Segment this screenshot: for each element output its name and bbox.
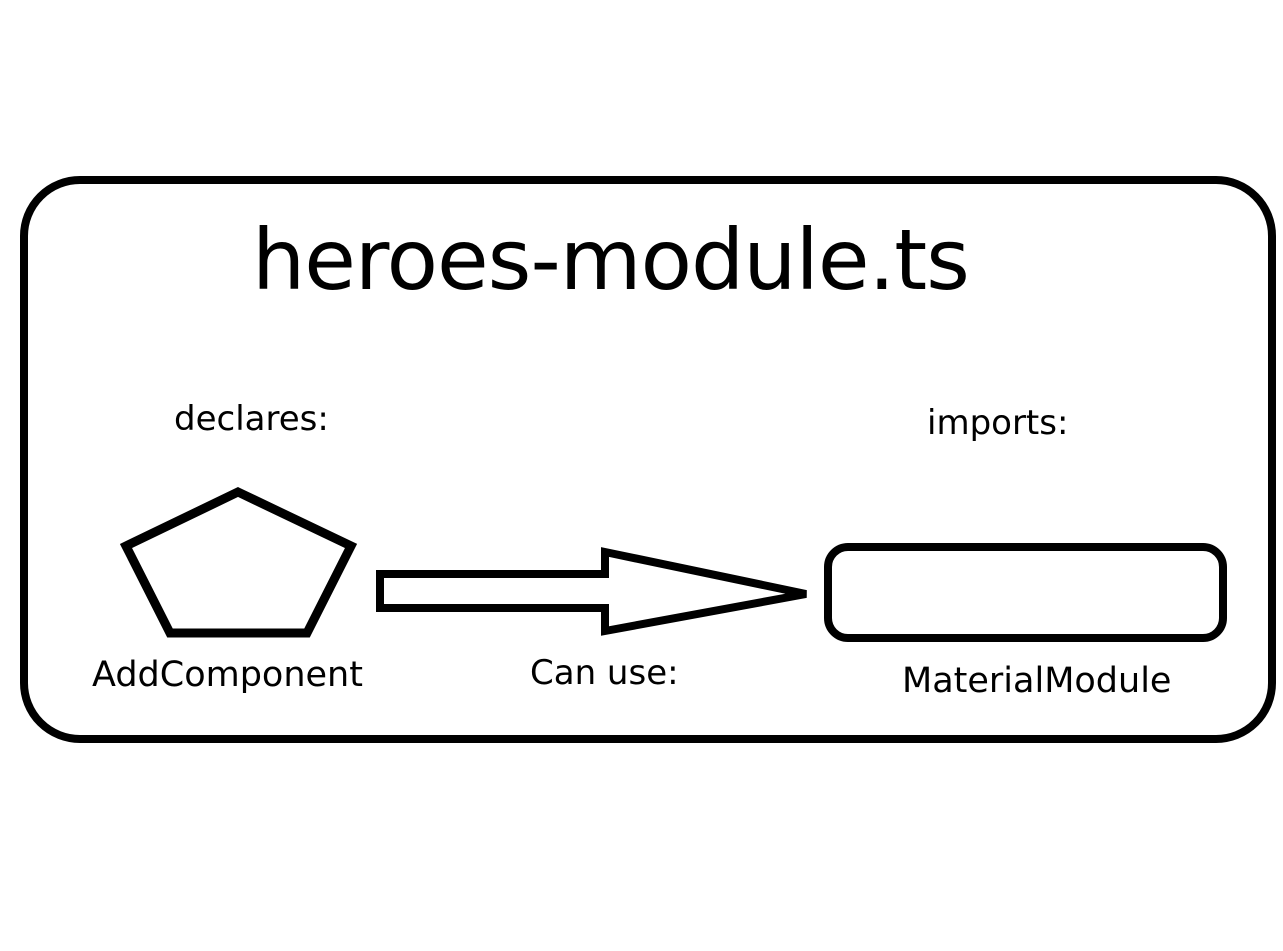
module-title: heroes-module.ts (252, 211, 970, 309)
material-module-label: MaterialModule (902, 661, 1172, 701)
imports-label: imports: (927, 403, 1069, 443)
add-component-label: AddComponent (92, 655, 363, 695)
can-use-arrow (376, 547, 807, 636)
can-use-label: Can use: (530, 653, 679, 693)
add-component-pentagon-icon (119, 487, 358, 638)
declares-label: declares: (174, 399, 329, 439)
material-module-rect (824, 543, 1227, 642)
